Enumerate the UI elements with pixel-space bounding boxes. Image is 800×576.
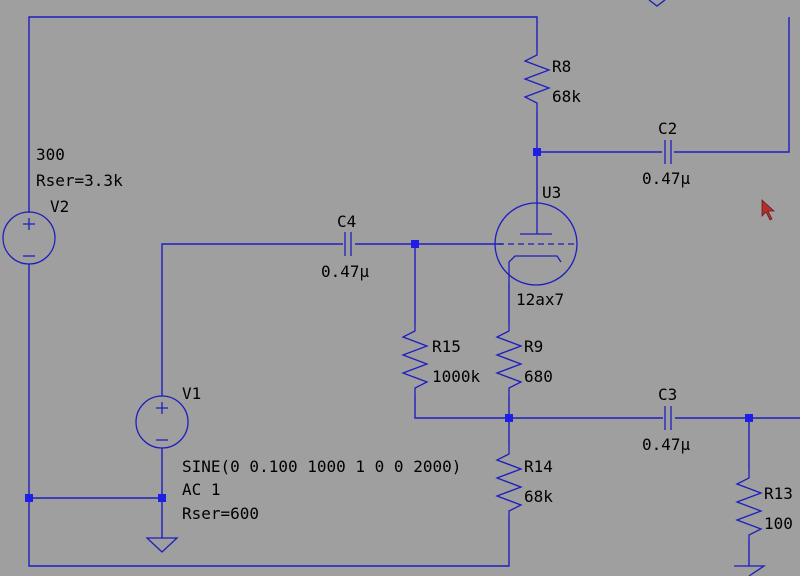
wire-c2-out[interactable] bbox=[674, 17, 790, 153]
u3-triode[interactable] bbox=[494, 202, 578, 286]
c3-ref-label: C3 bbox=[658, 385, 677, 404]
tube-envelope bbox=[494, 202, 578, 286]
wire-v1-c4[interactable] bbox=[161, 243, 343, 396]
v2-symbol bbox=[2, 211, 56, 265]
wire-v2-return[interactable] bbox=[28, 264, 510, 567]
r8-value-label: 68k bbox=[552, 87, 581, 106]
c2-capacitor[interactable] bbox=[664, 140, 672, 164]
wire-r15-cathode[interactable] bbox=[414, 395, 663, 419]
junction-return-left[interactable] bbox=[25, 494, 33, 502]
wire-top-right-stub[interactable] bbox=[648, 0, 666, 7]
tube-cathode bbox=[508, 255, 562, 283]
c4-capacitor[interactable] bbox=[344, 232, 352, 256]
junctions bbox=[25, 148, 753, 502]
wires bbox=[28, 0, 800, 567]
junction-grid[interactable] bbox=[411, 240, 419, 248]
r8-resistor[interactable] bbox=[523, 49, 551, 111]
wire-supply-top[interactable] bbox=[28, 16, 538, 213]
u3-ref-label: U3 bbox=[542, 183, 561, 202]
v1-source[interactable] bbox=[135, 395, 189, 449]
r13-resistor[interactable] bbox=[735, 470, 763, 540]
r13-ref-label: R13 bbox=[764, 484, 793, 503]
r9-value-label: 680 bbox=[524, 367, 553, 386]
v2-param-label: Rser=3.3k bbox=[36, 171, 123, 190]
labels: 300 Rser=3.3k V2 R8 68k C2 0.47µ U3 12ax… bbox=[36, 57, 793, 533]
v1-line1-label: SINE(0 0.100 1000 1 0 0 2000) bbox=[182, 457, 461, 476]
v2-value-label: 300 bbox=[36, 145, 65, 164]
v2-source[interactable] bbox=[2, 211, 56, 265]
v1-line2-label: AC 1 bbox=[182, 480, 221, 499]
c3-capacitor[interactable] bbox=[664, 406, 672, 430]
c2-value-label: 0.47µ bbox=[642, 169, 691, 188]
v1-plus-sign bbox=[156, 402, 168, 414]
ground-icon[interactable] bbox=[145, 537, 179, 553]
r9-ref-label: R9 bbox=[524, 337, 543, 356]
junction-plate[interactable] bbox=[533, 148, 541, 156]
r14-resistor[interactable] bbox=[495, 446, 523, 518]
mouse-cursor-icon bbox=[761, 199, 776, 221]
u3-value-label: 12ax7 bbox=[516, 290, 564, 309]
ground-icon[interactable] bbox=[734, 565, 767, 576]
c4-value-label: 0.47µ bbox=[321, 262, 370, 281]
junction-output[interactable] bbox=[745, 414, 753, 422]
r15-ref-label: R15 bbox=[432, 337, 461, 356]
v1-symbol bbox=[135, 395, 189, 449]
junction-cathode[interactable] bbox=[505, 414, 513, 422]
v2-plus-sign bbox=[23, 218, 35, 230]
r15-resistor[interactable] bbox=[401, 323, 429, 395]
v1-ref-label: V1 bbox=[182, 384, 201, 403]
r13-value-label: 100 bbox=[764, 514, 793, 533]
r14-value-label: 68k bbox=[524, 487, 553, 506]
junction-return-right[interactable] bbox=[158, 494, 166, 502]
r9-resistor[interactable] bbox=[495, 323, 523, 395]
c2-ref-label: C2 bbox=[658, 119, 677, 138]
c4-ref-label: C4 bbox=[337, 212, 356, 231]
c3-value-label: 0.47µ bbox=[642, 435, 691, 454]
v2-ref-label: V2 bbox=[50, 197, 69, 216]
r8-ref-label: R8 bbox=[552, 57, 571, 76]
r15-value-label: 1000k bbox=[432, 367, 481, 386]
r14-ref-label: R14 bbox=[524, 457, 553, 476]
v1-line3-label: Rser=600 bbox=[182, 504, 259, 523]
